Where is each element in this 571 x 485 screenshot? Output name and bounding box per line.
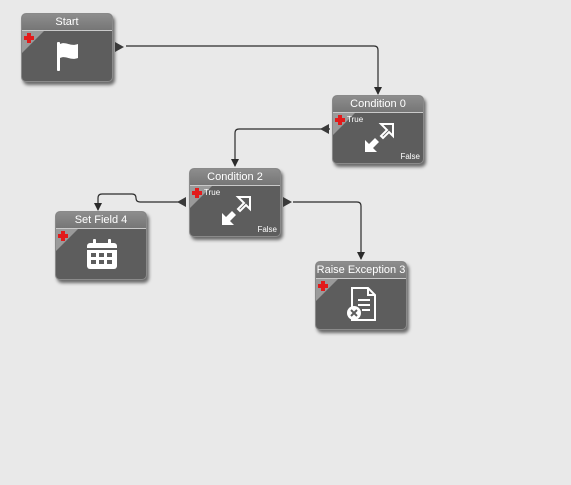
node-title: Condition 0: [333, 96, 423, 113]
node-title: Set Field 4: [56, 212, 146, 229]
node-raise-exception-3[interactable]: Raise Exception 3: [315, 261, 407, 330]
node-set-field-4[interactable]: Set Field 4: [55, 211, 147, 280]
node-condition-2[interactable]: Condition 2 True False: [189, 168, 281, 237]
connection-start-to-condition0[interactable]: [126, 45, 382, 95]
false-port-label: False: [400, 152, 420, 161]
double-arrow-icon: [222, 196, 251, 225]
connection-condition2-to-setfield4[interactable]: [94, 193, 186, 211]
true-port-label: True: [204, 188, 221, 197]
node-title: Start: [22, 14, 112, 31]
document-error-icon: [347, 287, 376, 321]
true-port-label: True: [347, 115, 364, 124]
connection-condition2-to-raise3[interactable]: [293, 201, 365, 260]
add-plus-icon[interactable]: [58, 231, 68, 241]
node-title: Condition 2: [190, 169, 280, 186]
node-start[interactable]: Start: [21, 13, 113, 82]
node-title: Raise Exception 3: [316, 262, 406, 279]
flag-icon: [57, 42, 78, 71]
condition2-output-port[interactable]: [283, 197, 292, 207]
add-plus-icon[interactable]: [335, 115, 345, 125]
condition0-input-port[interactable]: [320, 124, 329, 134]
add-plus-icon[interactable]: [24, 33, 34, 43]
double-arrow-icon: [365, 123, 394, 152]
add-plus-icon[interactable]: [318, 281, 328, 291]
node-condition-0[interactable]: Condition 0 True False: [332, 95, 424, 164]
false-port-label: False: [257, 225, 277, 234]
add-plus-icon[interactable]: [192, 188, 202, 198]
calendar-icon: [87, 239, 117, 269]
connection-condition0-to-condition2[interactable]: [231, 128, 330, 167]
start-output-port[interactable]: [115, 42, 124, 52]
condition2-input-port[interactable]: [177, 197, 186, 207]
